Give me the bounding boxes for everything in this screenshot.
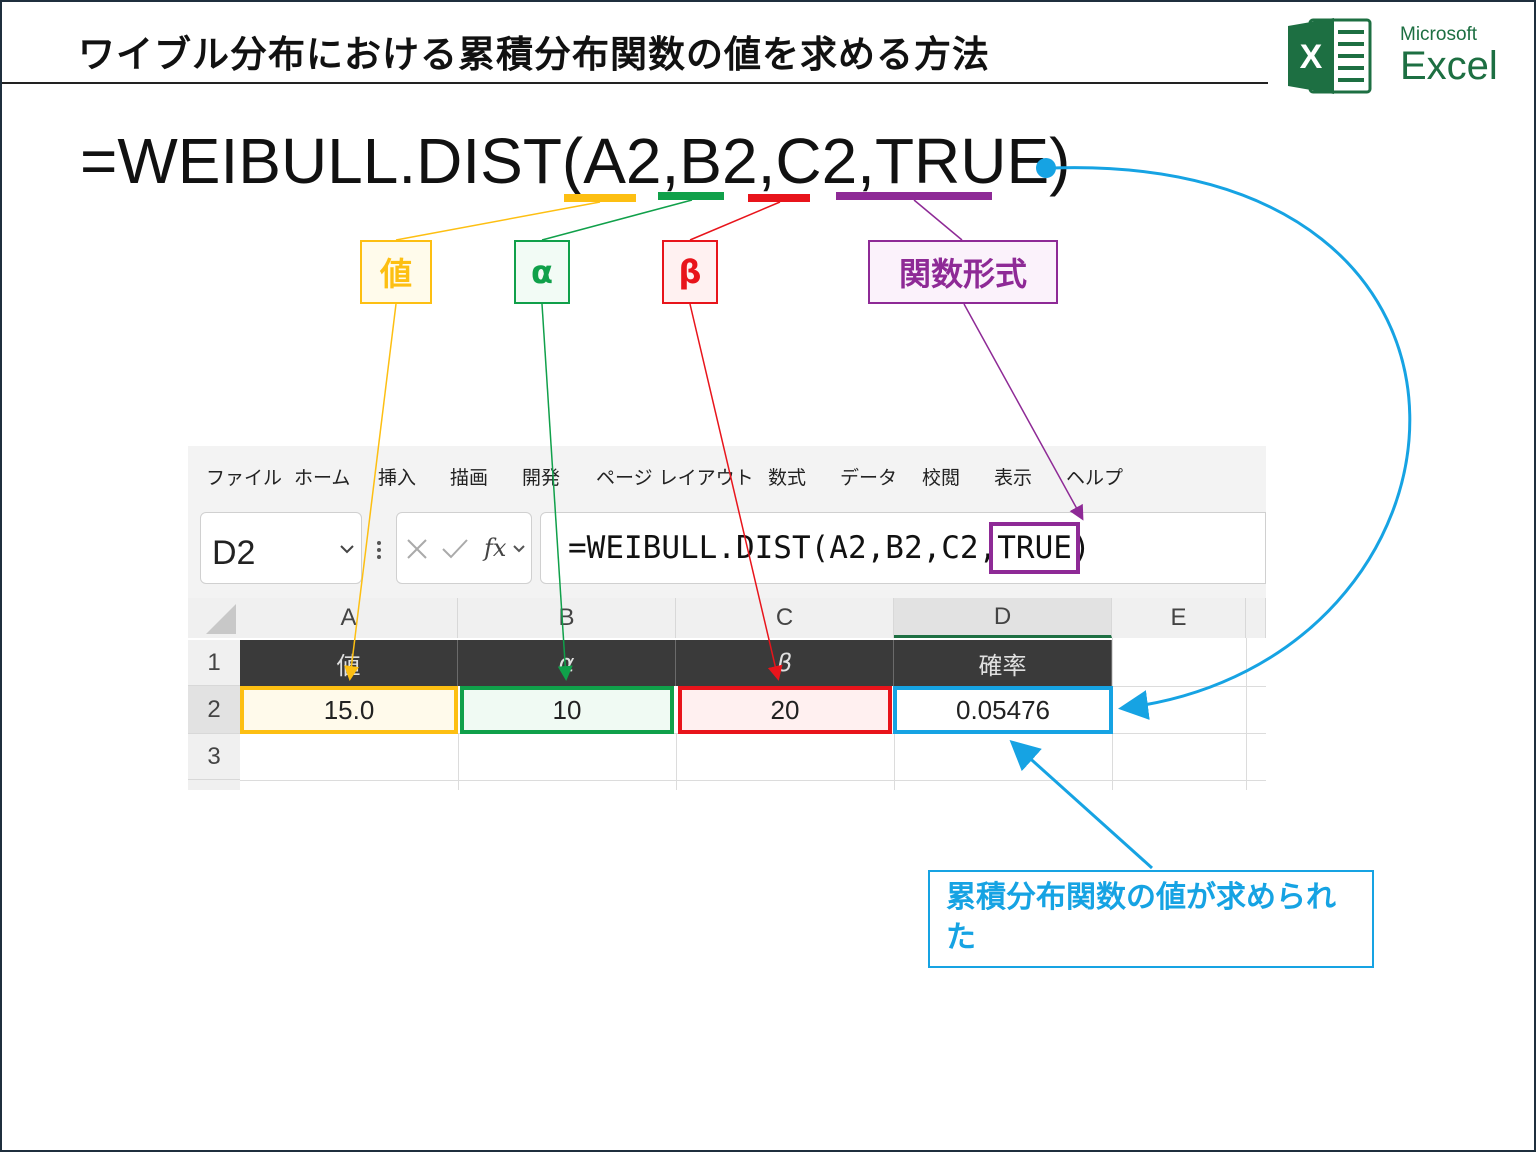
formula-sep: , (857, 125, 875, 197)
label-form: 関数形式 (868, 240, 1058, 304)
cell-b2[interactable]: 10 (460, 686, 674, 734)
column-header-d[interactable]: D (894, 598, 1112, 638)
formula-text-true: TRUE (989, 522, 1080, 574)
cell-d2[interactable]: 0.05476 (893, 686, 1113, 734)
menu-insert[interactable]: 挿入 (378, 467, 417, 489)
menu-view[interactable]: 表示 (994, 467, 1033, 489)
underline-form (836, 192, 992, 200)
column-header-a[interactable]: A (240, 598, 458, 638)
underline-beta (748, 194, 810, 202)
column-header-c[interactable]: C (676, 598, 894, 638)
grid-line (240, 733, 1112, 734)
grid-line (1112, 733, 1266, 734)
formula-sep: , (757, 125, 776, 197)
grid-line (1112, 686, 1266, 687)
page-title: ワイブル分布における累積分布関数の値を求める方法 (78, 33, 990, 76)
formula-suffix: ) (1049, 125, 1071, 197)
cancel-icon[interactable] (404, 536, 430, 562)
enter-check-icon[interactable] (440, 536, 470, 562)
formula-prefix: =WEIBULL.DIST( (80, 125, 584, 197)
grid-line (1246, 638, 1247, 790)
menu-formulas[interactable]: 数式 (768, 467, 807, 489)
cell-a2[interactable]: 15.0 (240, 686, 458, 734)
name-box-value: D2 (212, 534, 256, 572)
formula-text-close: ) (1071, 530, 1091, 566)
menu-developer[interactable]: 開発 (522, 467, 561, 489)
column-header-b[interactable]: B (458, 598, 676, 638)
formula-display: =WEIBULL.DIST(A2,B2,C2,TRUE) (80, 124, 1070, 198)
label-value: 値 (360, 240, 432, 304)
formula-text-main: =WEIBULL.DIST(A2,B2,C2, (568, 530, 998, 566)
header-cell-alpha[interactable]: α (458, 640, 676, 686)
result-note: 累積分布関数の値が求められた (928, 870, 1374, 968)
grid-line (894, 734, 895, 790)
chevron-down-icon[interactable] (338, 542, 356, 556)
row-header-4 (188, 780, 240, 790)
menu-help[interactable]: ヘルプ (1066, 467, 1124, 489)
menu-home[interactable]: ホーム (294, 467, 351, 489)
svg-text:fx: fx (482, 534, 507, 562)
underline-value (564, 194, 636, 202)
formula-text: =WEIBULL.DIST(A2,B2,C2,TRUE) (568, 522, 1091, 574)
logo-excel-text: Excel (1400, 44, 1498, 88)
column-header-e[interactable]: E (1112, 598, 1246, 638)
menu-page-layout[interactable]: ページ レイアウト (596, 467, 754, 489)
row-header-2[interactable]: 2 (188, 686, 240, 734)
header-cell-value[interactable]: 値 (240, 640, 458, 686)
excel-logo-icon: X (1288, 18, 1372, 94)
column-header-f[interactable] (1246, 598, 1266, 638)
title-divider (2, 82, 1268, 84)
formula-arg-beta: C2 (775, 125, 858, 197)
formula-sep: , (661, 125, 680, 197)
logo-microsoft-text: Microsoft (1400, 24, 1478, 45)
formula-arg-alpha: B2 (679, 125, 758, 197)
header-cell-beta[interactable]: β (676, 640, 894, 686)
connector-form-top (913, 199, 963, 241)
connector-beta-top (689, 201, 781, 241)
row-header-1[interactable]: 1 (188, 640, 240, 686)
underline-alpha (658, 192, 724, 200)
label-beta: β (662, 240, 718, 304)
formula-arg-value: A2 (583, 125, 662, 197)
logo-letter: X (1300, 38, 1323, 76)
formula-arg-form: TRUE (874, 125, 1050, 197)
header-cell-probability[interactable]: 確率 (894, 640, 1112, 686)
insert-function-icon[interactable]: fx (480, 534, 530, 564)
connector-value-top (395, 201, 601, 241)
label-alpha: α (514, 240, 570, 304)
grid-line (240, 780, 1266, 781)
select-all-corner[interactable] (188, 598, 240, 638)
grid-line (676, 734, 677, 790)
menu-data[interactable]: データ (840, 467, 898, 489)
ribbon-menu: ファイル ホーム 挿入 描画 開発 ページ レイアウト 数式 データ 校閲 表示… (188, 446, 1266, 498)
connector-alpha-top (541, 199, 693, 241)
menu-file[interactable]: ファイル (206, 467, 283, 489)
menu-review[interactable]: 校閲 (922, 467, 961, 489)
more-options-icon[interactable] (374, 538, 384, 562)
name-box[interactable] (200, 512, 362, 584)
menu-draw[interactable]: 描画 (450, 467, 489, 489)
row-header-3[interactable]: 3 (188, 734, 240, 780)
cell-c2[interactable]: 20 (678, 686, 892, 734)
grid-line (458, 734, 459, 790)
